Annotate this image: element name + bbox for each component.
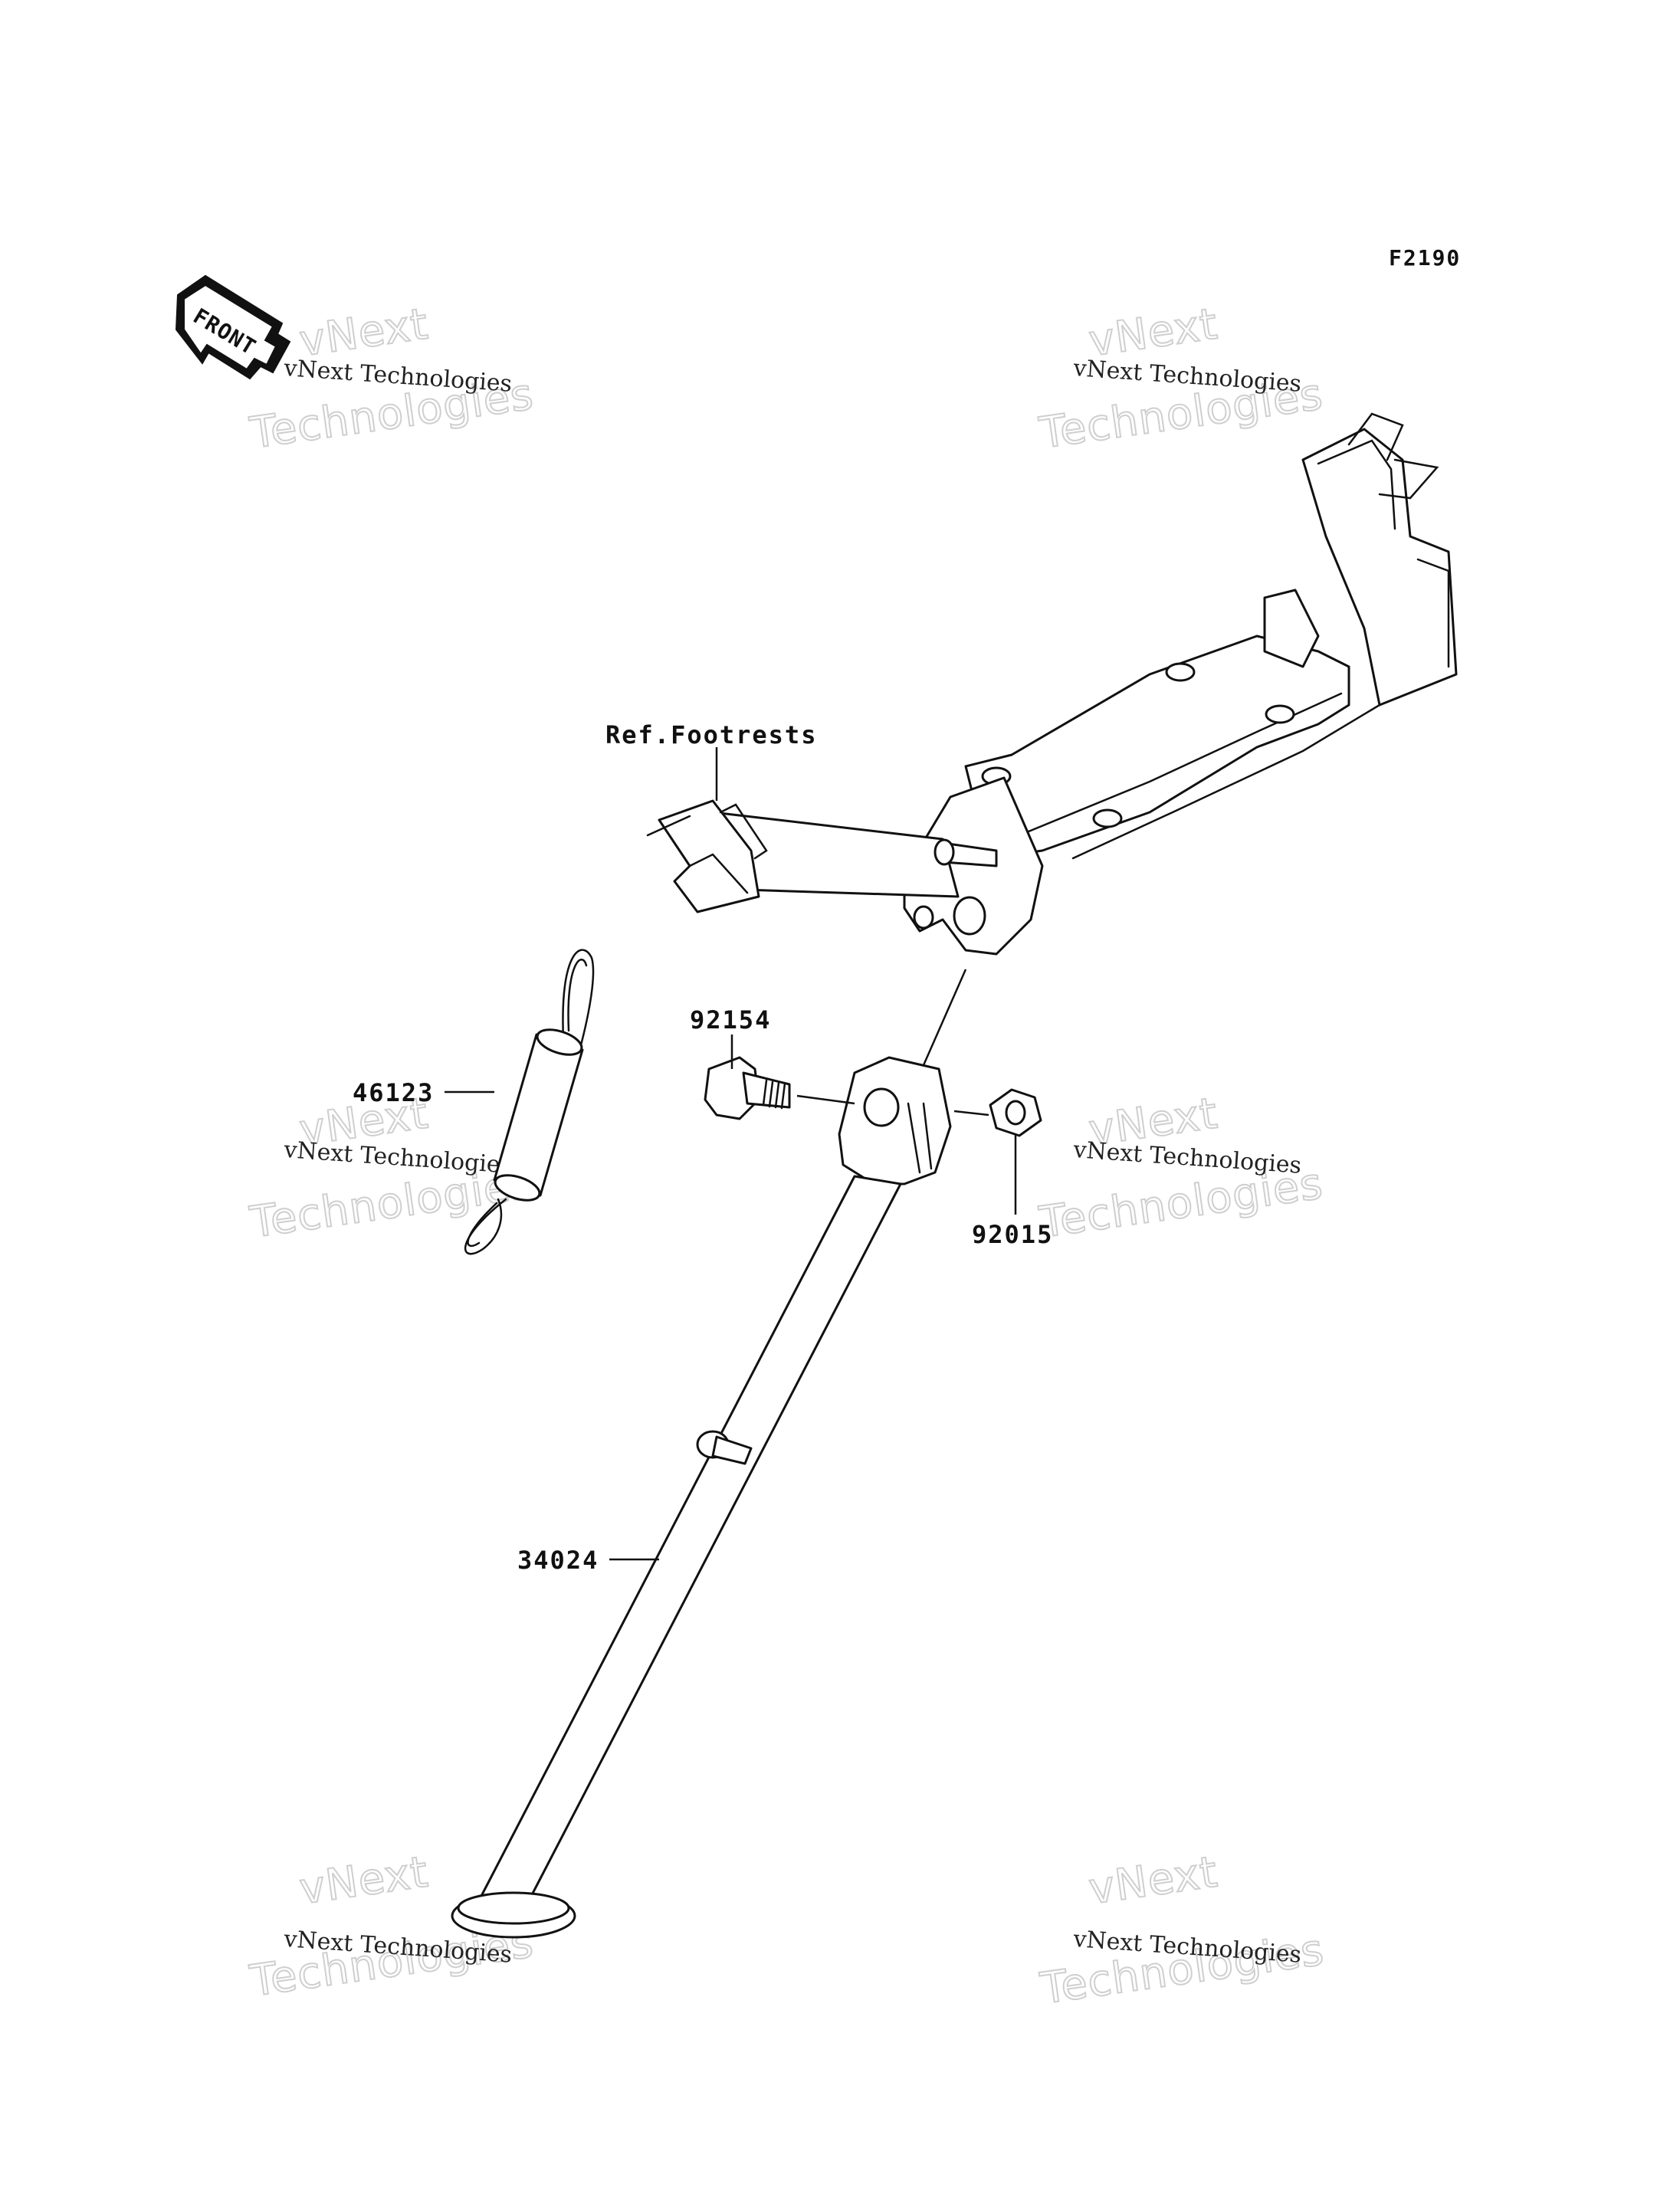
front-arrow-icon: FRONT bbox=[175, 274, 291, 380]
nut-part bbox=[989, 1088, 1042, 1137]
watermark-company-line: vNext Technologies bbox=[1071, 1136, 1302, 1179]
watermark-bottom-right: vNext Technologies bbox=[1036, 1846, 1327, 2015]
bolt-part bbox=[704, 1056, 791, 1120]
leader-lines bbox=[445, 747, 1017, 1561]
callout-spring: 46123 bbox=[353, 1078, 434, 1107]
leader-stand-to-nut bbox=[953, 1110, 989, 1117]
watermark-outline-top: vNext bbox=[1086, 1847, 1221, 1914]
frame-bracket bbox=[646, 412, 1458, 956]
watermark-company-line: vNext Technologies bbox=[282, 1136, 513, 1179]
spring-part bbox=[464, 949, 595, 1255]
side-stand-part bbox=[451, 1056, 952, 1939]
leader-bolt-to-stand bbox=[796, 1094, 855, 1105]
callout-bolt: 92154 bbox=[690, 1005, 771, 1035]
callout-side-stand: 34024 bbox=[517, 1546, 599, 1575]
leader-pivot-alignment bbox=[922, 969, 967, 1066]
figure-code: F2190 bbox=[1389, 245, 1461, 271]
callout-nut: 92015 bbox=[972, 1220, 1053, 1249]
watermark-outline-top: vNext bbox=[297, 1847, 431, 1914]
callout-ref-footrests: Ref.Footrests bbox=[605, 720, 817, 749]
